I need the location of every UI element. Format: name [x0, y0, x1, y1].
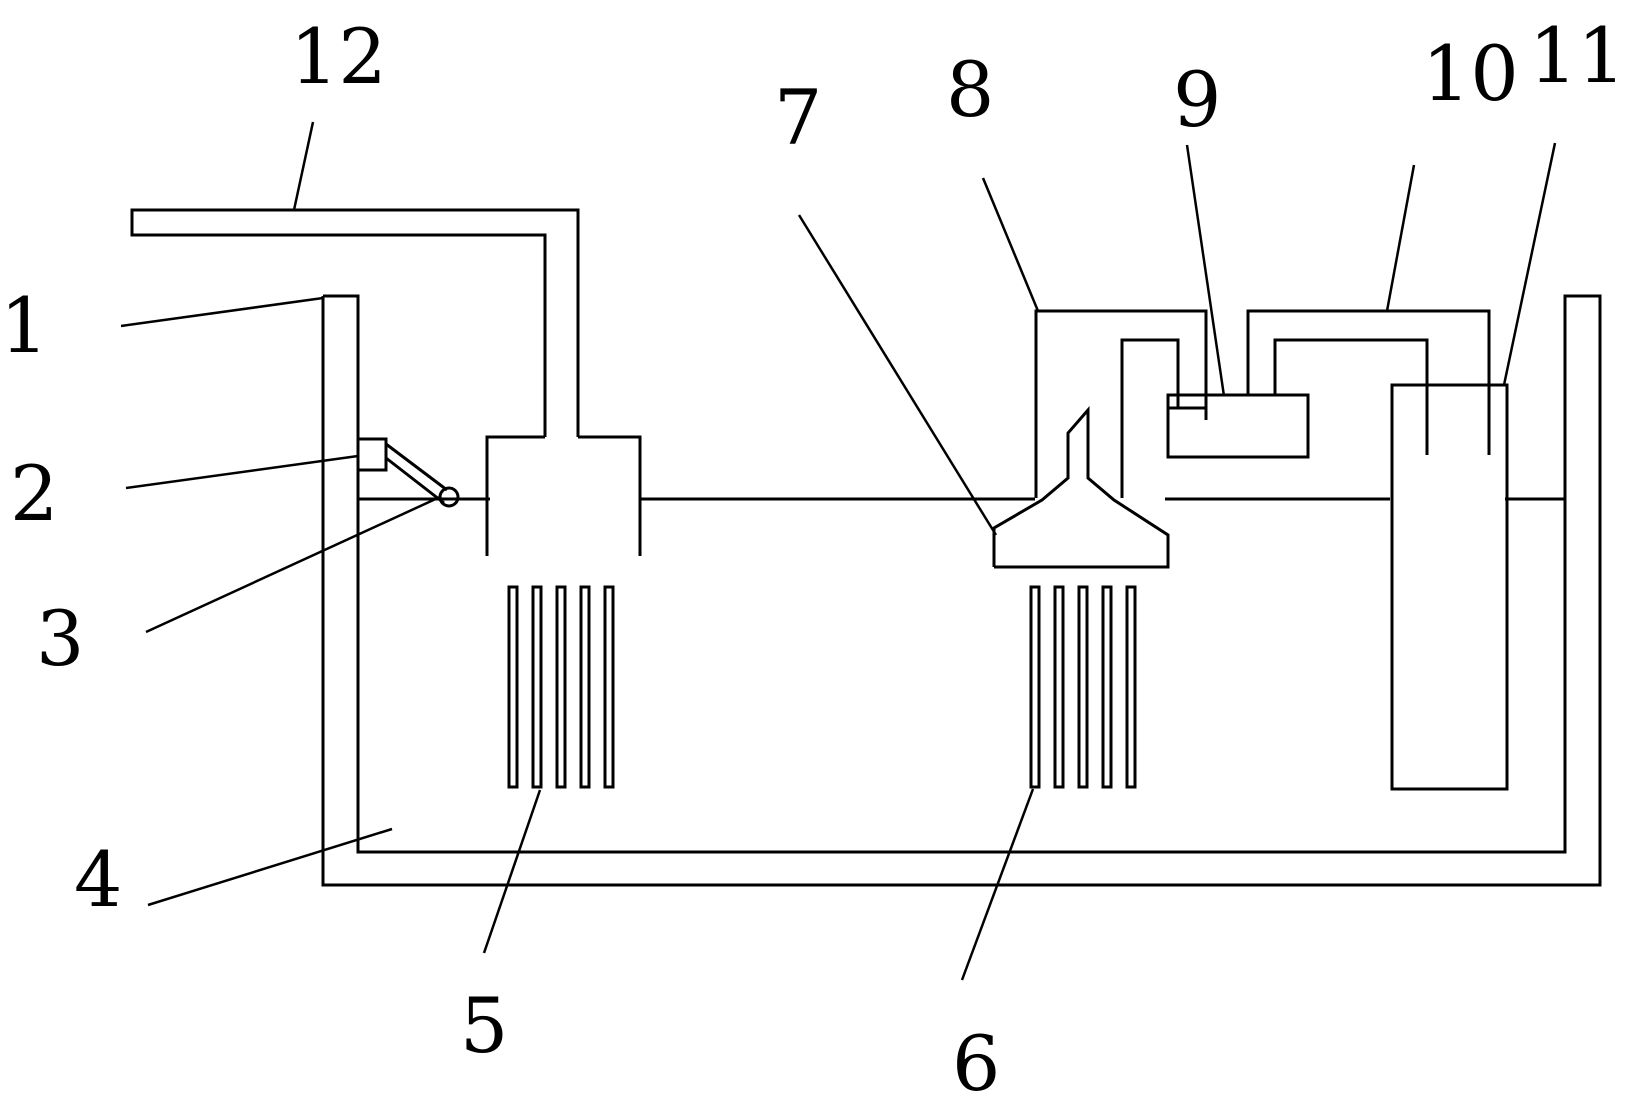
label-2: 2 [10, 449, 58, 538]
label-7: 7 [774, 73, 822, 162]
label-4: 4 [74, 835, 122, 924]
label-3: 3 [36, 594, 84, 683]
electrode-group-5 [507, 585, 615, 789]
label-1: 1 [0, 281, 48, 370]
leader-lines [120, 121, 1557, 981]
label-5: 5 [460, 981, 508, 1070]
label-8: 8 [946, 45, 994, 134]
label-6: 6 [952, 1019, 1000, 1098]
label-9: 9 [1173, 55, 1221, 144]
label-12: 12 [290, 12, 387, 101]
label-11: 11 [1529, 11, 1626, 100]
part-labels: 1 2 3 4 5 6 7 8 9 10 11 12 [0, 11, 1626, 1098]
inlet-pipe [130, 208, 642, 556]
electrode-group-6 [1029, 585, 1137, 789]
label-10: 10 [1422, 29, 1519, 118]
small-vessel [1166, 393, 1310, 459]
collection-hood [992, 405, 1170, 569]
tank [321, 294, 1602, 887]
float-switch [356, 437, 460, 508]
container [1390, 383, 1509, 791]
gas-pipes [1034, 309, 1491, 498]
